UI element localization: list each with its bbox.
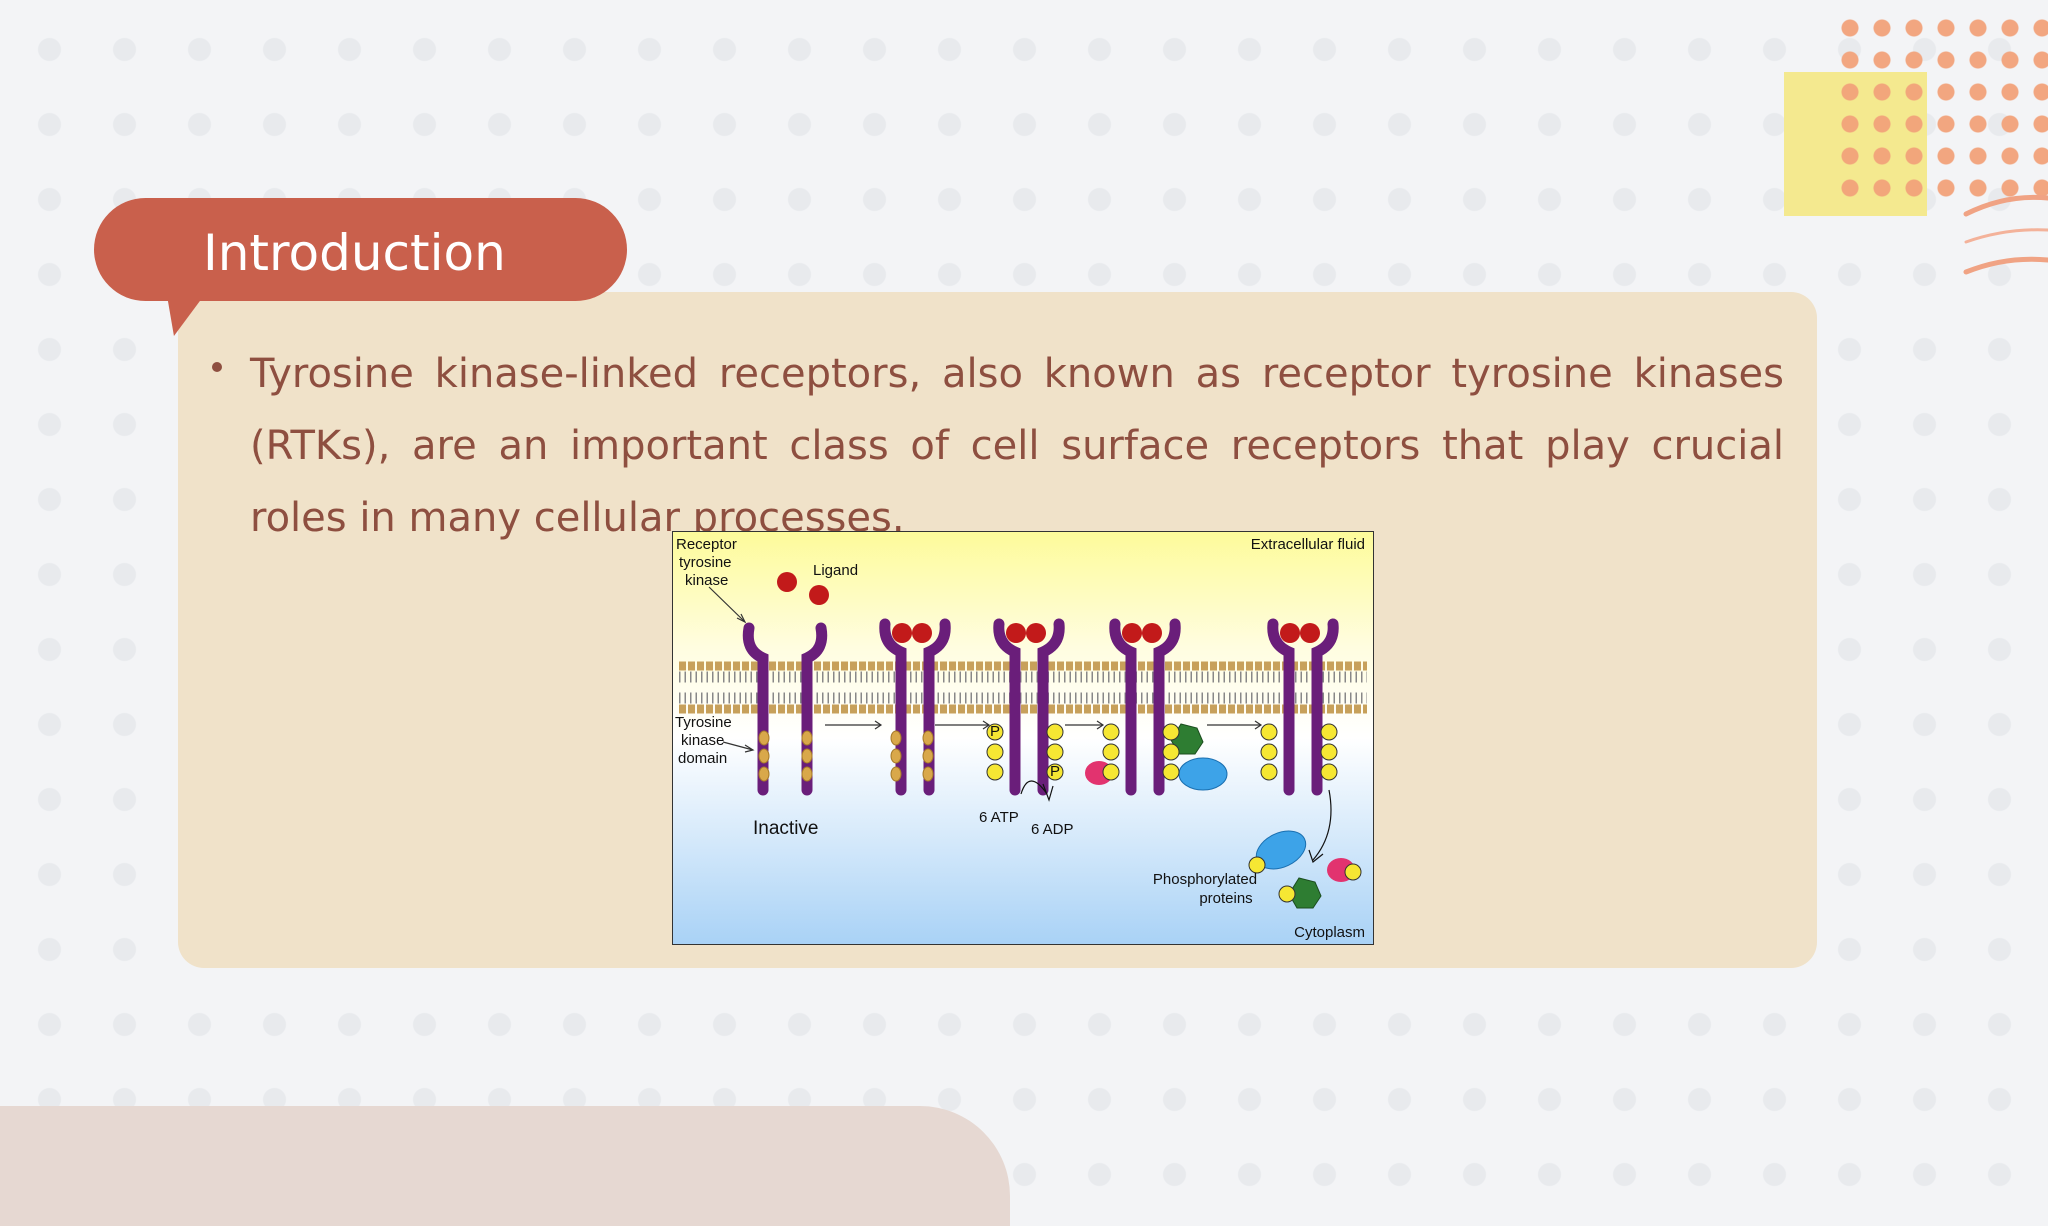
phosphate-label: P [1050,763,1060,780]
label-adp: 6 ADP [1031,821,1074,838]
label-receptor-3: kinase [685,572,728,589]
receptor-dimer-bound [879,618,951,796]
label-ligand: Ligand [813,562,858,579]
slide: Introduction Tyrosine kinase-linked rece… [0,12,2048,1226]
receptor-with-relay-proteins [1085,618,1228,796]
label-inactive: Inactive [753,818,818,839]
diagram-background [673,532,1373,944]
label-atp: 6 ATP [979,809,1019,826]
bullet-text: Tyrosine kinase-linked receptors, also k… [250,351,1784,541]
bullet-marker [212,362,222,372]
decorative-bottom-blob [0,1106,1010,1226]
decorative-dot-grid [1834,12,2048,202]
label-receptor-2: tyrosine [679,554,732,571]
phosphorylated-proteins [1248,830,1362,909]
title-bubble-tail [157,290,209,336]
label-phosphorylated: Phosphorylated [1153,871,1257,888]
receptor-phosphorylated: P P [986,618,1065,802]
receptor-activated [1260,618,1339,864]
label-domain-2: kinase [681,732,724,749]
decorative-arcs [1963,194,2048,275]
label-proteins: proteins [1199,890,1252,907]
label-extracellular-fluid: Extracellular fluid [1251,536,1365,553]
title-bubble [94,198,627,301]
label-domain-3: domain [678,750,727,767]
receptor-inactive [742,622,828,796]
label-cytoplasm: Cytoplasm [1294,924,1365,941]
label-domain-1: Tyrosine [675,714,732,731]
ligand-molecules [777,572,829,605]
rtk-diagram: P P [672,531,1374,945]
label-receptor-1: Receptor [676,536,737,553]
phosphate-label: P [990,723,1000,740]
flow-arrows [708,586,1263,753]
slide-title: Introduction [203,224,506,282]
cell-membrane [679,661,1367,714]
